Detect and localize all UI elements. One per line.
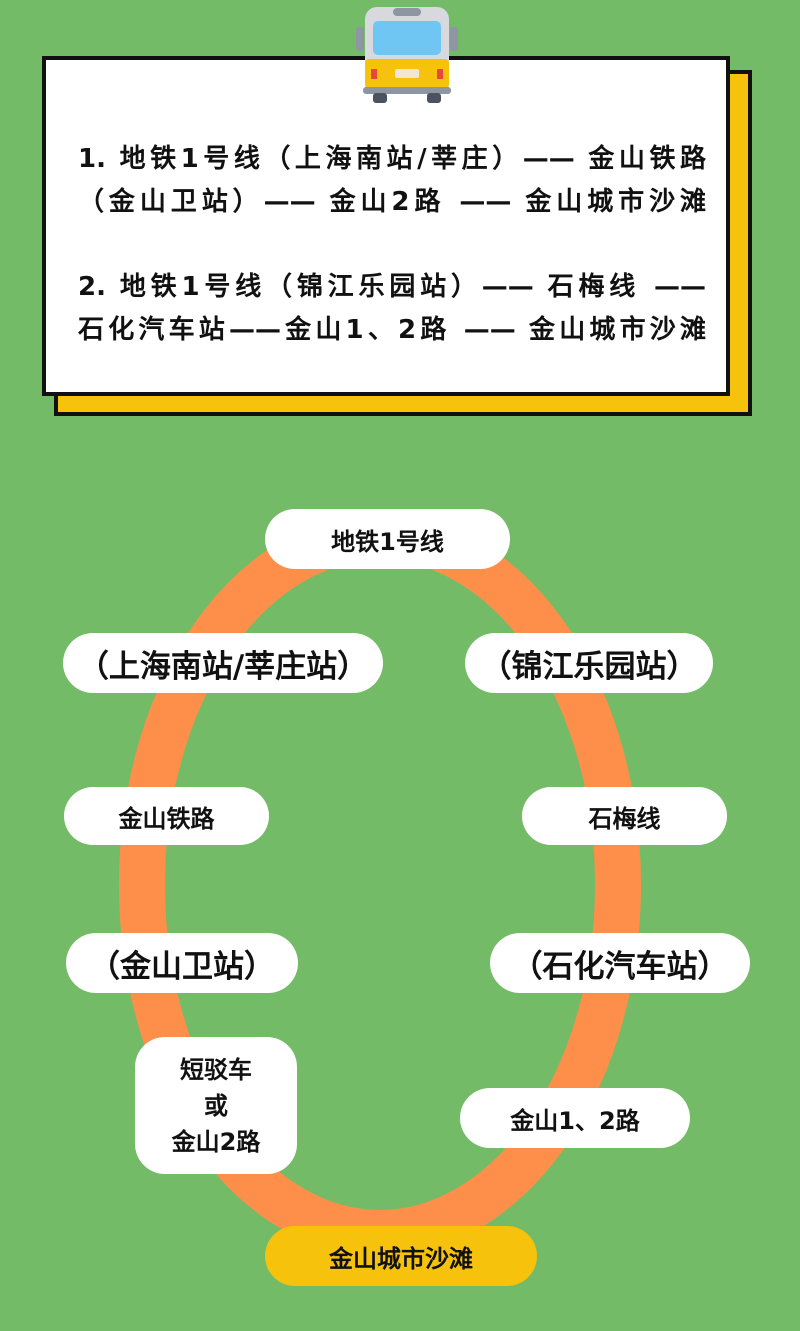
node-left-station: （上海南站/莘庄站）: [63, 633, 383, 693]
route-2: 2. 地铁1号线（锦江乐园站）—— 石梅线 —— 石化汽车站——金山1、2路 —…: [78, 266, 706, 352]
route-2-line-1: 2. 地铁1号线（锦江乐园站）—— 石梅线 ——: [78, 272, 706, 302]
route-1-line-2: （金山卫站）—— 金山2路 —— 金山城市沙滩: [78, 187, 706, 217]
node-right-transfer: 金山1、2路: [460, 1088, 690, 1148]
node-right-bus-line: 石梅线: [522, 787, 727, 845]
route-ring: [119, 514, 641, 1256]
route-card: 1. 地铁1号线（上海南站/莘庄）—— 金山铁路 （金山卫站）—— 金山2路 —…: [42, 56, 730, 396]
bus-icon: [356, 7, 458, 103]
node-left-rail-stop: （金山卫站）: [66, 933, 298, 993]
node-left-transfer-line-1: 短驳车: [180, 1055, 252, 1084]
node-destination: 金山城市沙滩: [265, 1226, 537, 1286]
route-1: 1. 地铁1号线（上海南站/莘庄）—— 金山铁路 （金山卫站）—— 金山2路 —…: [78, 138, 706, 224]
route-1-line-1: 1. 地铁1号线（上海南站/莘庄）—— 金山铁路: [78, 144, 706, 174]
node-left-rail: 金山铁路: [64, 787, 269, 845]
node-left-transfer-line-2: 或: [204, 1091, 228, 1120]
node-left-transfer-line-3: 金山2路: [171, 1127, 261, 1156]
node-right-bus-stop: （石化汽车站）: [490, 933, 750, 993]
node-right-station: （锦江乐园站）: [465, 633, 713, 693]
node-start: 地铁1号线: [265, 509, 510, 569]
route-2-line-2: 石化汽车站——金山1、2路 —— 金山城市沙滩: [78, 315, 706, 345]
node-left-transfer: 短驳车 或 金山2路: [135, 1037, 297, 1174]
